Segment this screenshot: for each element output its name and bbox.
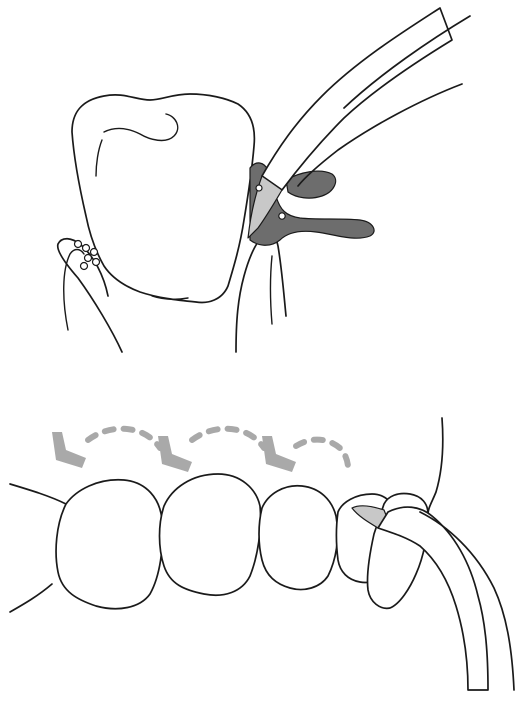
gum-line-right [428,418,443,514]
motion-arc-3 [296,440,348,468]
motion-arc-1 [88,429,160,448]
bottom-figure [10,418,514,690]
gum-right-inner [271,256,273,324]
tooth-1 [56,480,162,609]
gum-left-inner [64,250,84,331]
motion-arc-2 [192,429,264,448]
tip-marker-lower [279,213,285,219]
top-figure [58,8,470,352]
tooth-3 [259,486,338,590]
tooth-2 [160,474,261,595]
gum-line-upper [10,484,66,504]
gum-line-lower [10,584,52,612]
tip-marker-upper [256,185,262,191]
motion-chevron-2 [158,436,192,472]
motion-chevron-3 [262,436,296,472]
instrument-handle [262,8,452,190]
motion-chevron-1 [52,432,86,468]
motion-indicators [52,429,348,472]
gum-right-outline [236,234,286,353]
